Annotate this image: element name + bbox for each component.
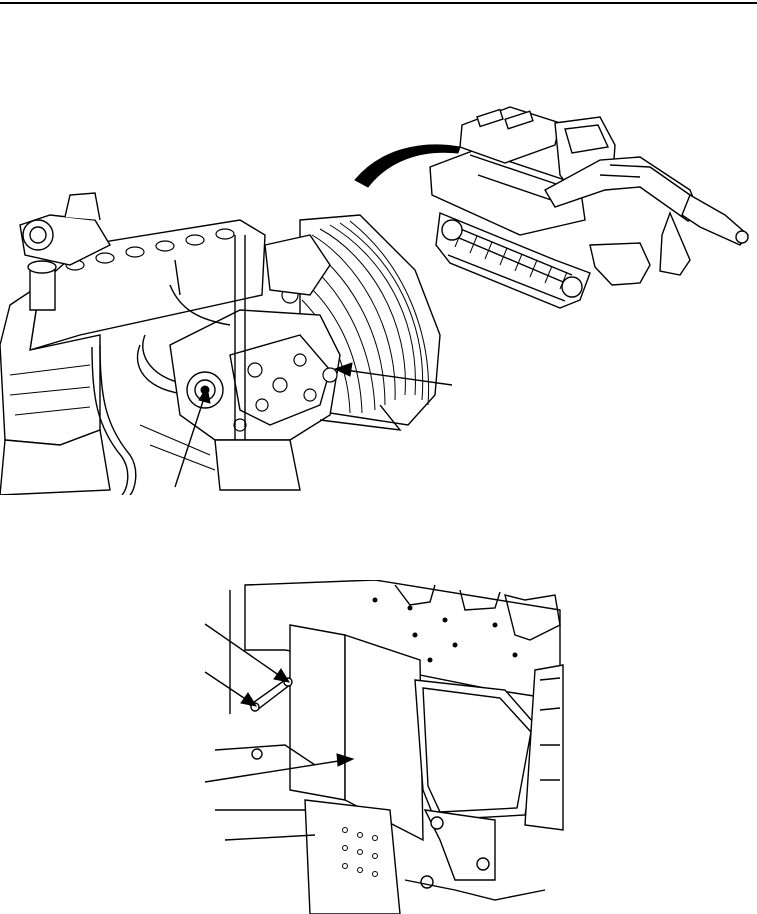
excavator-icon — [354, 106, 749, 309]
callout-leaders — [204, 590, 355, 783]
header-rule — [0, 2, 757, 4]
access-panel-drawing — [204, 580, 564, 914]
callout-leaders — [174, 362, 453, 488]
frame-structure — [214, 580, 564, 914]
engine-pump-figure — [0, 95, 757, 495]
engine-hydraulic-pump-drawing — [0, 106, 749, 495]
engine-block — [0, 192, 441, 495]
access-panel-figure — [195, 580, 565, 914]
